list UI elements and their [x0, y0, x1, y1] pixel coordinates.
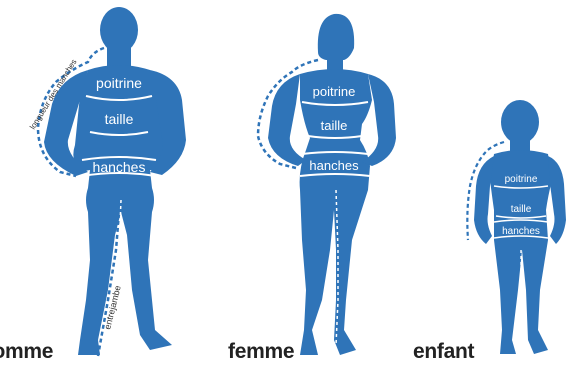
enfant-caption: enfant	[413, 340, 474, 364]
homme-chest-label: poitrine	[96, 75, 142, 91]
homme-caption: homme	[0, 340, 53, 364]
femme-chest-label: poitrine	[313, 84, 356, 99]
femme-hips-label: hanches	[309, 158, 359, 173]
femme-silhouette	[268, 14, 396, 355]
enfant-hips-label: hanches	[502, 226, 540, 237]
figure-femme: poitrine taille hanches	[258, 14, 396, 355]
figure-enfant: poitrine taille hanches	[467, 100, 566, 354]
figure-homme: poitrine taille hanches longueur des man…	[28, 7, 186, 356]
femme-waist-label: taille	[321, 118, 348, 133]
homme-hips-label: hanches	[93, 159, 146, 175]
enfant-waist-label: taille	[511, 204, 532, 215]
femme-caption: femme	[228, 340, 294, 364]
enfant-chest-label: poitrine	[505, 174, 538, 185]
homme-waist-label: taille	[105, 111, 134, 127]
